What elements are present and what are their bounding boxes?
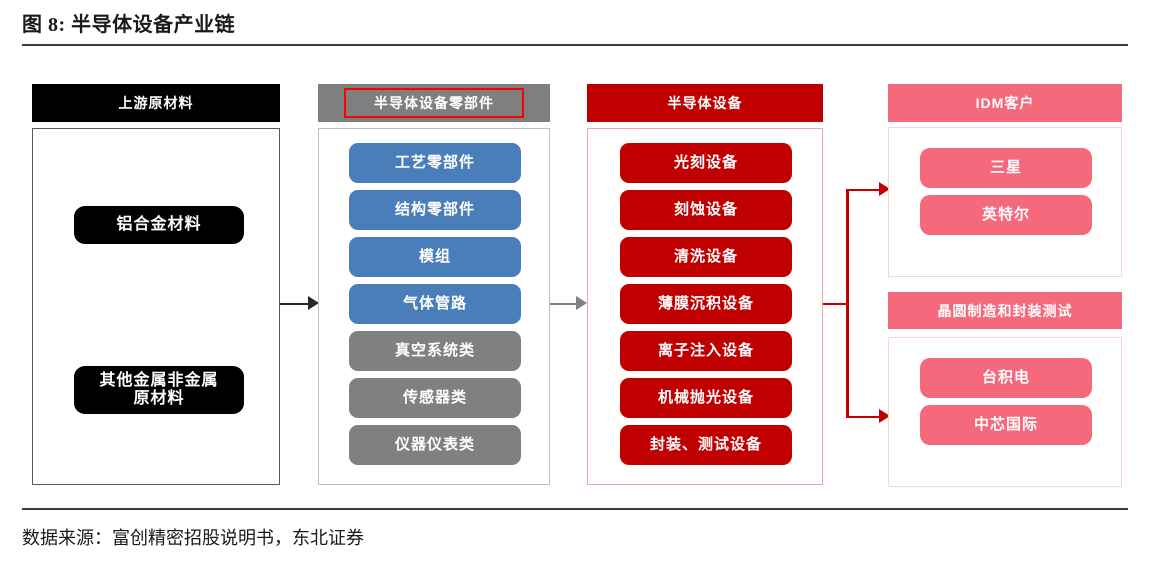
node-idm-customer-0[interactable]: 三星 <box>920 148 1092 188</box>
column-body-upstream: 铝合金材料 其他金属非金属 原材料 <box>32 128 280 485</box>
figure-title: 图 8: 半导体设备产业链 <box>22 14 236 36</box>
node-equipment-3[interactable]: 薄膜沉积设备 <box>620 284 792 324</box>
connector-upstream-to-components-line <box>280 303 310 305</box>
node-components-1[interactable]: 结构零部件 <box>349 190 521 230</box>
connector-equipment-to-customers-riser <box>846 189 849 418</box>
node-equipment-2[interactable]: 清洗设备 <box>620 237 792 277</box>
node-equipment-4[interactable]: 离子注入设备 <box>620 331 792 371</box>
column-body-equipment: 光刻设备 刻蚀设备 清洗设备 薄膜沉积设备 离子注入设备 机械抛光设备 封装、测… <box>587 128 823 485</box>
node-foundry-0[interactable]: 台积电 <box>920 358 1092 398</box>
source-divider <box>22 508 1128 510</box>
connector-upstream-to-components-arrowhead <box>308 296 319 310</box>
column-header-components-outline: 半导体设备零部件 <box>344 88 524 118</box>
node-components-0[interactable]: 工艺零部件 <box>349 143 521 183</box>
column-body-idm-customers: 三星 英特尔 <box>888 127 1122 277</box>
node-components-5[interactable]: 传感器类 <box>349 378 521 418</box>
node-components-4[interactable]: 真空系统类 <box>349 331 521 371</box>
column-header-equipment: 半导体设备 <box>587 84 823 122</box>
connector-equipment-to-customers-stem <box>823 303 848 305</box>
column-header-foundry: 晶圆制造和封装测试 <box>888 292 1122 329</box>
node-equipment-6[interactable]: 封装、测试设备 <box>620 425 792 465</box>
title-divider <box>22 44 1128 46</box>
column-body-foundry: 台积电 中芯国际 <box>888 337 1122 487</box>
node-upstream-0[interactable]: 铝合金材料 <box>74 206 244 244</box>
connector-components-to-equipment-line <box>550 303 578 305</box>
node-equipment-5[interactable]: 机械抛光设备 <box>620 378 792 418</box>
node-idm-customer-1[interactable]: 英特尔 <box>920 195 1092 235</box>
node-foundry-1[interactable]: 中芯国际 <box>920 405 1092 445</box>
node-components-3[interactable]: 气体管路 <box>349 284 521 324</box>
connector-equipment-to-customers-arrowhead-top <box>879 182 890 196</box>
source-note: 数据来源：富创精密招股说明书，东北证券 <box>22 528 364 548</box>
column-body-components: 工艺零部件 结构零部件 模组 气体管路 真空系统类 传感器类 仪器仪表类 <box>318 128 550 485</box>
column-header-components: 半导体设备零部件 <box>318 84 550 122</box>
connector-equipment-to-customers-branch-top <box>846 189 884 191</box>
column-header-components-label: 半导体设备零部件 <box>374 95 494 111</box>
node-equipment-0[interactable]: 光刻设备 <box>620 143 792 183</box>
column-header-idm-customers: IDM客户 <box>888 84 1122 122</box>
connector-equipment-to-customers-arrowhead-bottom <box>879 409 890 423</box>
node-equipment-1[interactable]: 刻蚀设备 <box>620 190 792 230</box>
connector-components-to-equipment-arrowhead <box>576 296 587 310</box>
node-components-2[interactable]: 模组 <box>349 237 521 277</box>
node-components-6[interactable]: 仪器仪表类 <box>349 425 521 465</box>
connector-equipment-to-customers-branch-bottom <box>846 416 884 418</box>
node-upstream-1[interactable]: 其他金属非金属 原材料 <box>74 366 244 414</box>
column-header-upstream: 上游原材料 <box>32 84 280 122</box>
